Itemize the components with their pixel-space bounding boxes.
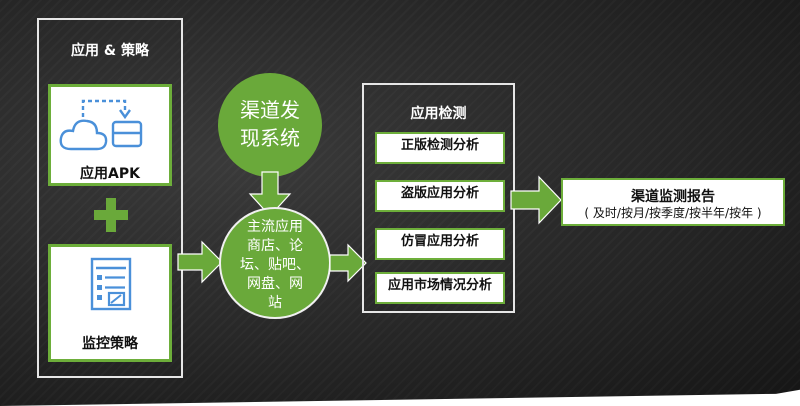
strategy-panel: 应用 & 策略 应用APK	[37, 18, 183, 378]
report-subtitle: ( 及时/按月/按季度/按半年/按年 )	[584, 206, 762, 220]
plus-icon	[94, 198, 128, 232]
detection-item-genuine: 正版检测分析	[375, 132, 505, 164]
detection-panel: 应用检测 正版检测分析 盗版应用分析 仿冒应用分析 应用市场情况分析	[362, 83, 515, 313]
apk-label: 应用APK	[80, 166, 140, 182]
detection-item-market: 应用市场情况分析	[375, 272, 505, 304]
detection-panel-title: 应用检测	[410, 106, 467, 122]
monitor-label: 监控策略	[82, 336, 138, 352]
arrow-discovery-to-channels	[248, 171, 292, 217]
report-box: 渠道监测报告 ( 及时/按月/按季度/按半年/按年 )	[561, 178, 785, 226]
discovery-system-label: 渠道发 现系统	[240, 98, 300, 150]
form-document-icon	[90, 257, 132, 311]
monitor-card: 监控策略	[48, 244, 172, 362]
channels-node: 主流应用 商店、论 坛、贴吧、 网盘、网 站	[219, 207, 331, 319]
discovery-system-node: 渠道发 现系统	[218, 73, 322, 177]
channels-label: 主流应用 商店、论 坛、贴吧、 网盘、网 站	[240, 219, 310, 311]
cloud-sync-icon	[59, 99, 143, 151]
arrow-channels-to-detection	[329, 243, 367, 283]
detection-item-counterfeit: 仿冒应用分析	[375, 228, 505, 260]
arrow-strategy-to-channels	[177, 240, 223, 284]
strategy-panel-title: 应用 & 策略	[71, 43, 149, 59]
arrow-detection-to-report	[510, 175, 562, 225]
detection-item-pirated: 盗版应用分析	[375, 180, 505, 212]
report-title: 渠道监测报告	[631, 189, 715, 205]
apk-card: 应用APK	[48, 84, 172, 186]
